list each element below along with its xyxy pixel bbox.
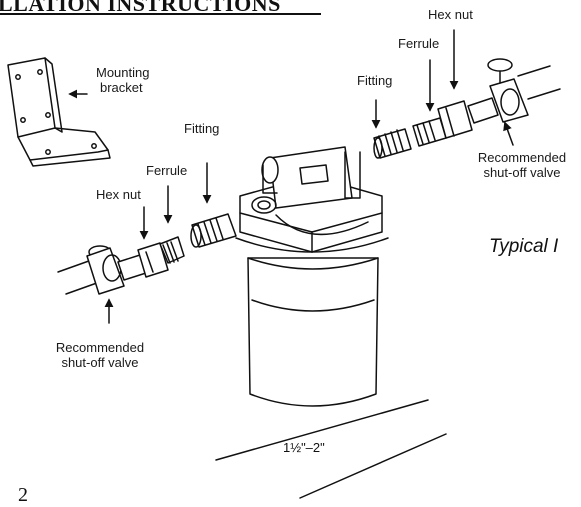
figure-caption: Typical I <box>489 236 558 258</box>
ferrule-left-label: Ferrule <box>146 163 187 178</box>
mounting-bracket-drawing <box>8 58 110 166</box>
hex-nut-left-label: Hex nut <box>96 187 141 202</box>
valve-right-label: Recommended shut-off valve <box>462 150 581 180</box>
filter-housing-drawing <box>236 147 388 406</box>
valve-left-label-line1: Recommended <box>35 340 165 355</box>
ferrule-right-label: Ferrule <box>398 36 439 51</box>
mounting-bracket-label: Mounting bracket <box>96 65 149 95</box>
right-plumbing-drawing <box>374 59 560 158</box>
fitting-right-label: Fitting <box>357 73 392 88</box>
valve-right-label-line2: shut-off valve <box>462 165 581 180</box>
valve-left-label-line2: shut-off valve <box>35 355 165 370</box>
fitting-left-label: Fitting <box>184 121 219 136</box>
dimension-lines <box>216 400 446 498</box>
mounting-bracket-label-line2: bracket <box>96 80 149 95</box>
dimension-label: 1½"–2" <box>283 440 325 455</box>
page-number: 2 <box>18 484 28 507</box>
valve-left-label: Recommended shut-off valve <box>35 340 165 370</box>
valve-right-label-line1: Recommended <box>462 150 581 165</box>
hex-nut-right-label: Hex nut <box>428 7 473 22</box>
mounting-bracket-label-line1: Mounting <box>96 65 149 80</box>
left-plumbing-drawing <box>58 214 236 294</box>
